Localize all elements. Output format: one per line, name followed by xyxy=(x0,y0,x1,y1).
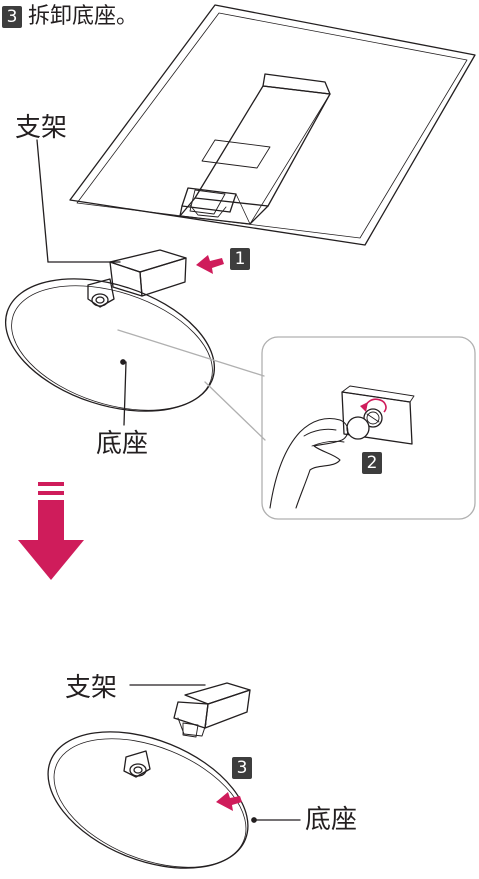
stand-bottom xyxy=(173,682,251,738)
arrow-down-icon xyxy=(18,482,84,580)
base-label-top: 底座 xyxy=(96,429,149,459)
step-badge-1: 1 xyxy=(230,248,250,270)
step-badge-2: 2 xyxy=(362,452,382,474)
stand-top xyxy=(87,249,187,308)
stand-label-top: 支架 xyxy=(15,113,68,143)
base-label-bottom: 底座 xyxy=(305,805,358,835)
base-top-outline xyxy=(4,278,216,412)
monitor-back xyxy=(69,4,476,246)
step-badge: 3 xyxy=(2,6,22,28)
step-badge-3: 3 xyxy=(232,757,252,779)
callout-box xyxy=(261,336,476,520)
stand-label-bottom: 支架 xyxy=(65,673,118,703)
section-heading: 3 拆卸底座。 xyxy=(2,2,138,32)
arrow-left-icon xyxy=(196,255,224,274)
heading-text: 拆卸底座。 xyxy=(28,4,139,29)
arrow-left-icon xyxy=(216,792,242,811)
base-bottom-outline xyxy=(47,731,249,869)
